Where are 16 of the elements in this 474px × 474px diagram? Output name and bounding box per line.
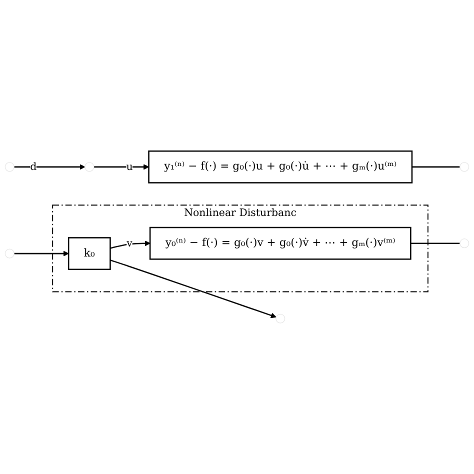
arrow — [14, 250, 69, 256]
node-box — [148, 150, 413, 184]
edge-label: u — [126, 160, 133, 173]
arrow — [110, 259, 276, 318]
edge-label: d — [30, 160, 37, 173]
node-circle — [276, 314, 286, 324]
connector — [410, 242, 460, 244]
arrow — [110, 240, 150, 249]
cluster — [52, 204, 428, 292]
node-box — [68, 237, 111, 270]
connector — [412, 166, 460, 168]
node-box — [149, 226, 412, 260]
arrow — [94, 164, 150, 170]
arrow — [14, 164, 86, 170]
edge-label: v — [126, 236, 132, 249]
node-circle — [84, 162, 94, 172]
